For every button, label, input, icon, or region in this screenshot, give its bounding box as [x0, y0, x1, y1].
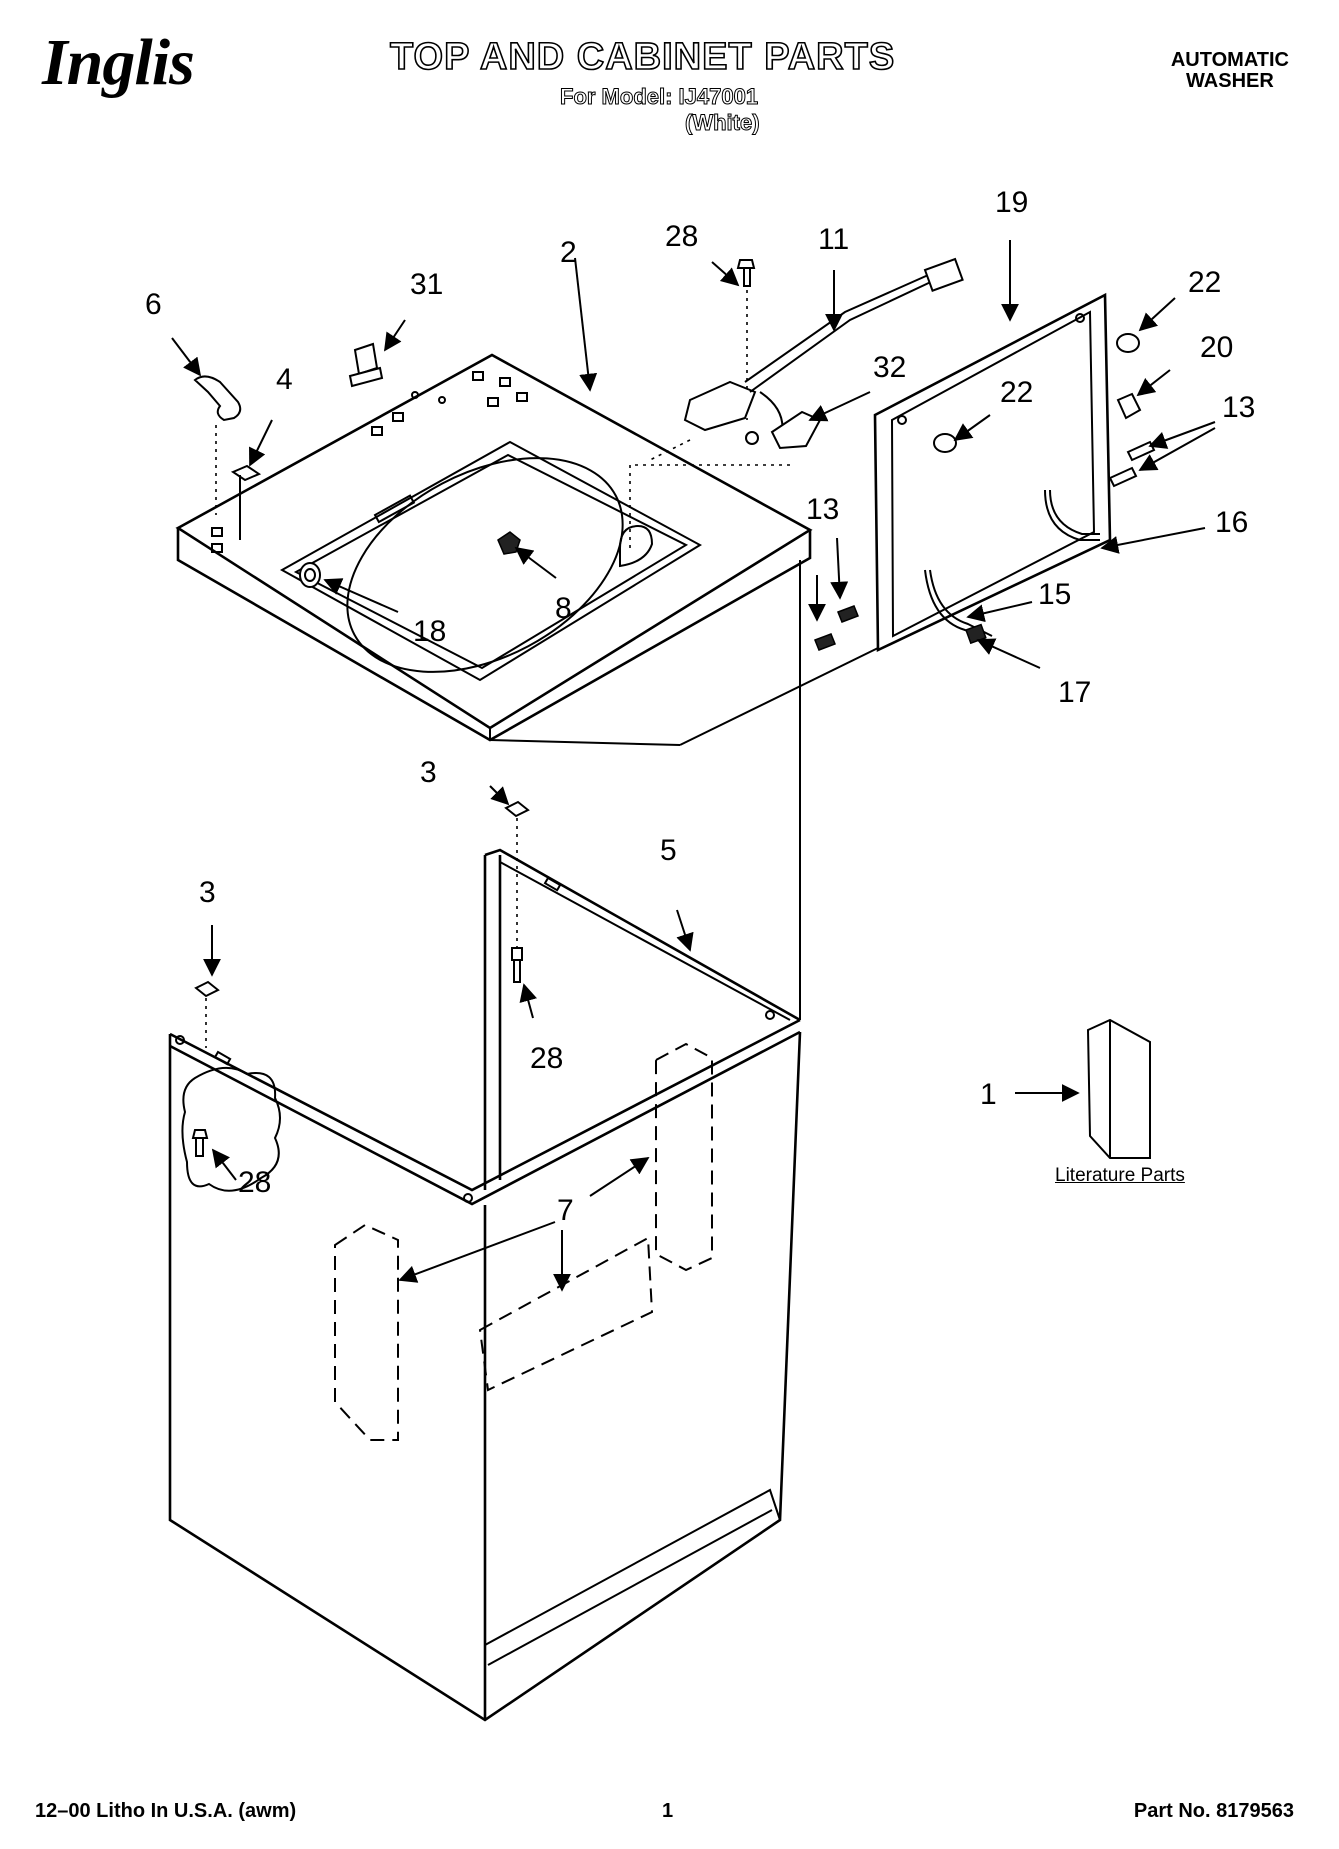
brand-logo: Inglis [42, 26, 195, 99]
callout-3-back: 3 [420, 756, 437, 789]
callout-4: 4 [276, 363, 293, 396]
callout-16: 16 [1215, 506, 1249, 539]
callout-11: 11 [818, 223, 850, 256]
callout-32: 32 [873, 351, 907, 384]
clip-part-6 [193, 375, 242, 422]
callout-18: 18 [413, 615, 447, 648]
callout-15: 15 [1038, 578, 1072, 611]
callout-8: 8 [555, 592, 572, 625]
callout-2: 2 [560, 236, 577, 269]
bumper-part-22-left [933, 433, 957, 453]
callout-1: 1 [980, 1078, 997, 1111]
grommet-part-18 [299, 562, 321, 588]
clip-part-3-back [504, 800, 530, 818]
callout-13-left: 13 [806, 493, 840, 526]
callout-7: 7 [557, 1194, 574, 1227]
callout-28-cabinet: 28 [530, 1042, 564, 1075]
hose-part-15 [924, 569, 993, 643]
model-variant: (White) [685, 110, 761, 136]
callout-3-front: 3 [199, 876, 216, 909]
washer-cabinet-part-5 [168, 848, 802, 1722]
screws-part-13-right [1108, 440, 1156, 488]
footer-print-info: 12–00 Litho In U.S.A. (awm) [35, 1800, 297, 1822]
clip-part-20 [1116, 392, 1142, 420]
literature-booklet-part-1 [1086, 1018, 1151, 1159]
callout-20: 20 [1200, 331, 1234, 364]
literature-parts-label: Literature Parts [1055, 1165, 1185, 1186]
lid-switch-harness-part-11 [683, 257, 964, 445]
console-frame-part-19 [873, 292, 1112, 653]
appliance-line-2: WASHER [1186, 70, 1274, 92]
appliance-type: AUTOMATIC WASHER [1171, 50, 1289, 92]
page-title: TOP AND CABINET PARTS [389, 36, 896, 78]
model-line: For Model: IJ47001 [559, 83, 759, 109]
hose-part-16 [1044, 489, 1100, 541]
callout-28-cutaway: 28 [238, 1166, 272, 1199]
screw-part-8 [497, 531, 521, 555]
screws-part-13-left [814, 605, 859, 651]
callout-22-right: 22 [1188, 266, 1222, 299]
clip-part-3-front [194, 980, 220, 998]
callout-13-right: 13 [1222, 391, 1256, 424]
appliance-line-1: AUTOMATIC [1170, 49, 1289, 71]
insulation-panels-part-7 [334, 1042, 713, 1441]
callout-22-left: 22 [1000, 376, 1034, 409]
callout-17: 17 [1058, 676, 1092, 709]
cutaway-view [181, 1067, 281, 1192]
bumper-part-22-right [1116, 333, 1140, 353]
screw-part-28-cabinet [511, 947, 523, 983]
callout-19: 19 [995, 186, 1029, 219]
footer-part-number: Part No. 8179563 [1133, 1800, 1294, 1822]
bracket-part-31 [348, 342, 384, 388]
nut-part-17 [965, 623, 987, 645]
callout-5: 5 [660, 834, 677, 867]
actuator-part-32 [770, 410, 822, 450]
screw-part-28-top [736, 259, 756, 287]
callout-28-top: 28 [665, 220, 699, 253]
bracket-part-4 [230, 464, 262, 540]
footer-page-number: 1 [662, 1800, 674, 1822]
callout-31: 31 [410, 268, 444, 301]
callout-6: 6 [145, 288, 162, 321]
